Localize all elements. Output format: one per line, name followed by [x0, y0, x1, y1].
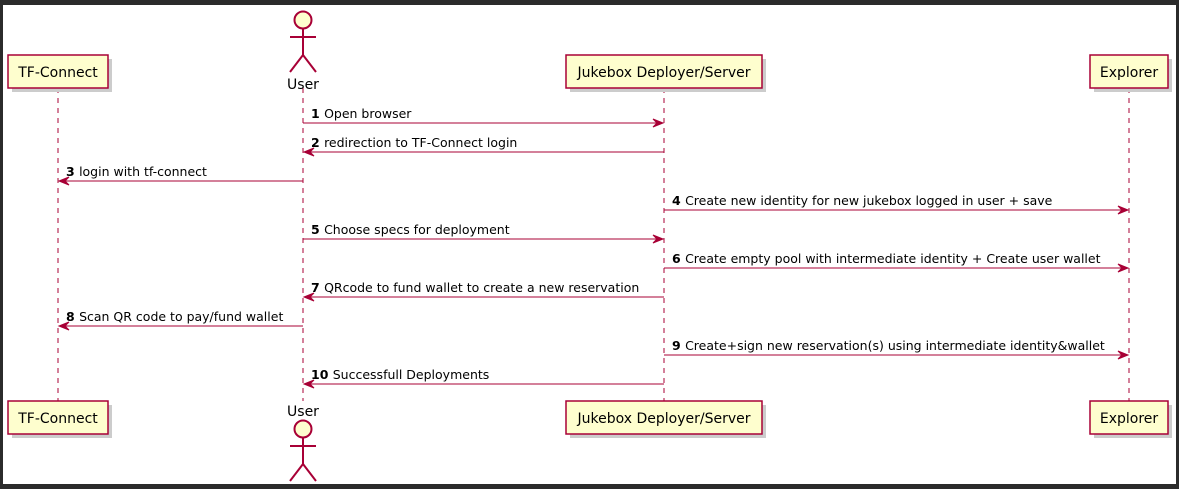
participant-box-jukebox-bottom — [565, 400, 763, 435]
actor-leg-icon — [302, 54, 317, 73]
arrowhead-icon — [57, 176, 70, 186]
participant-label-explorer-top: Explorer — [1100, 65, 1159, 81]
arrowhead-icon — [302, 147, 315, 157]
message-text: redirection to TF-Connect login — [324, 135, 517, 150]
participant-box-tf-bottom — [7, 400, 109, 435]
actor-head-icon — [293, 10, 313, 30]
arrowhead-icon — [302, 379, 315, 389]
arrowhead-icon — [652, 118, 665, 128]
message-text: Open browser — [324, 106, 412, 121]
message-text: Scan QR code to pay/fund wallet — [79, 309, 283, 324]
arrowhead-icon — [57, 321, 70, 331]
actor-leg-icon — [289, 463, 304, 482]
participant-label-user-top: User — [287, 77, 319, 93]
message-text: Create empty pool with intermediate iden… — [685, 251, 1101, 266]
actor-leg-icon — [302, 463, 317, 482]
message-number: 6 — [672, 251, 685, 266]
participant-box-tf-top — [7, 54, 109, 89]
actor-head-icon — [293, 419, 313, 439]
message-text: Choose specs for deployment — [324, 222, 510, 237]
participant-label-explorer-bottom: Explorer — [1100, 411, 1159, 427]
message-label: 9 Create+sign new reservation(s) using i… — [672, 338, 1105, 353]
message-number: 9 — [672, 338, 685, 353]
message-label: 4 Create new identity for new jukebox lo… — [672, 193, 1053, 208]
message-number: 8 — [66, 309, 79, 324]
message-label: 7 QRcode to fund wallet to create a new … — [311, 280, 639, 295]
message-number: 4 — [672, 193, 685, 208]
participant-box-jukebox-top — [565, 54, 763, 89]
message-number: 1 — [311, 106, 324, 121]
arrowhead-icon — [302, 292, 315, 302]
participant-label-tf-bottom: TF-Connect — [17, 411, 98, 427]
message-label: 6 Create empty pool with intermediate id… — [672, 251, 1101, 266]
message-number: 2 — [311, 135, 324, 150]
message-text: Create+sign new reservation(s) using int… — [685, 338, 1105, 353]
participant-label-jukebox-top: Jukebox Deployer/Server — [577, 65, 751, 81]
actor-leg-icon — [289, 54, 304, 73]
arrowhead-icon — [652, 234, 665, 244]
participant-label-tf-top: TF-Connect — [17, 65, 98, 81]
message-number: 7 — [311, 280, 324, 295]
participant-label-jukebox-bottom: Jukebox Deployer/Server — [577, 411, 751, 427]
message-label: 5 Choose specs for deployment — [311, 222, 510, 237]
message-number: 3 — [66, 164, 79, 179]
message-text: Create new identity for new jukebox logg… — [685, 193, 1053, 208]
participant-label-user-bottom: User — [287, 404, 319, 420]
participant-box-explorer-bottom — [1089, 400, 1169, 435]
message-text: login with tf-connect — [79, 164, 207, 179]
participant-box-explorer-top — [1089, 54, 1169, 89]
message-text: QRcode to fund wallet to create a new re… — [324, 280, 639, 295]
message-label: 8 Scan QR code to pay/fund wallet — [66, 309, 283, 324]
message-label: 10 Successfull Deployments — [311, 367, 489, 382]
message-number: 5 — [311, 222, 324, 237]
arrowhead-icon — [1117, 263, 1130, 273]
message-text: Successfull Deployments — [333, 367, 490, 382]
arrowhead-icon — [1117, 205, 1130, 215]
arrowhead-icon — [1117, 350, 1130, 360]
message-label: 3 login with tf-connect — [66, 164, 207, 179]
message-number: 10 — [311, 367, 333, 382]
message-label: 1 Open browser — [311, 106, 412, 121]
message-label: 2 redirection to TF-Connect login — [311, 135, 517, 150]
